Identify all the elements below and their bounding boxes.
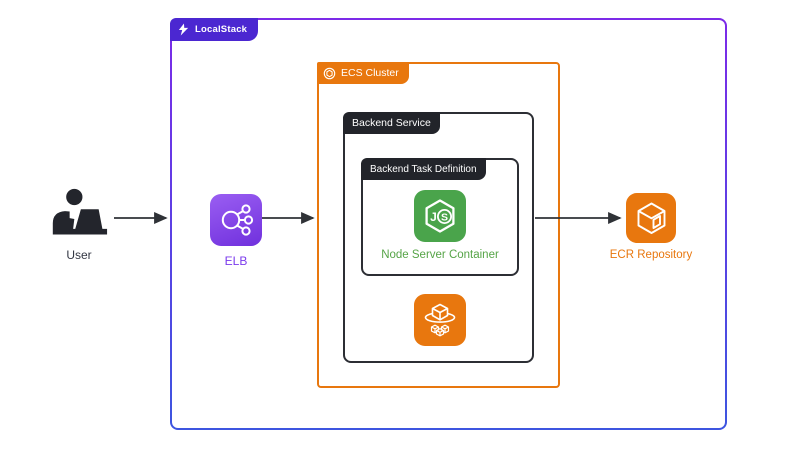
ecr-node bbox=[626, 193, 676, 243]
backend-service-label: Backend Service bbox=[352, 117, 431, 129]
node-server-node: J S bbox=[414, 190, 466, 242]
localstack-label: LocalStack bbox=[195, 24, 248, 35]
localstack-badge: LocalStack bbox=[170, 18, 259, 41]
ecs-service-icon bbox=[424, 303, 456, 337]
backend-service-badge: Backend Service bbox=[343, 112, 440, 134]
node-server-label: Node Server Container bbox=[381, 249, 499, 261]
backend-task-definition-label: Backend Task Definition bbox=[370, 163, 477, 175]
load-balancer-icon bbox=[221, 204, 254, 236]
elb-node-label: ELB bbox=[224, 254, 248, 268]
svg-text:S: S bbox=[441, 212, 448, 224]
nodejs-hexagon-icon: J S bbox=[425, 199, 455, 233]
ecs-cluster-label: ECS Cluster bbox=[341, 67, 399, 79]
svg-text:J: J bbox=[430, 210, 437, 224]
user-node-label: User bbox=[66, 248, 92, 262]
backend-task-definition-badge: Backend Task Definition bbox=[361, 158, 486, 180]
localstack-logo-icon bbox=[178, 23, 189, 36]
ecs-cluster-boundary-box bbox=[317, 62, 560, 388]
ecs-cluster-icon bbox=[323, 67, 336, 79]
ecr-node-label: ECR Repository bbox=[609, 249, 693, 261]
ecs-service-node bbox=[414, 294, 466, 346]
user-at-laptop-icon bbox=[52, 188, 108, 235]
ecs-cluster-badge: ECS Cluster bbox=[317, 62, 409, 84]
elb-node bbox=[210, 194, 262, 246]
ecr-cube-icon bbox=[637, 202, 665, 234]
